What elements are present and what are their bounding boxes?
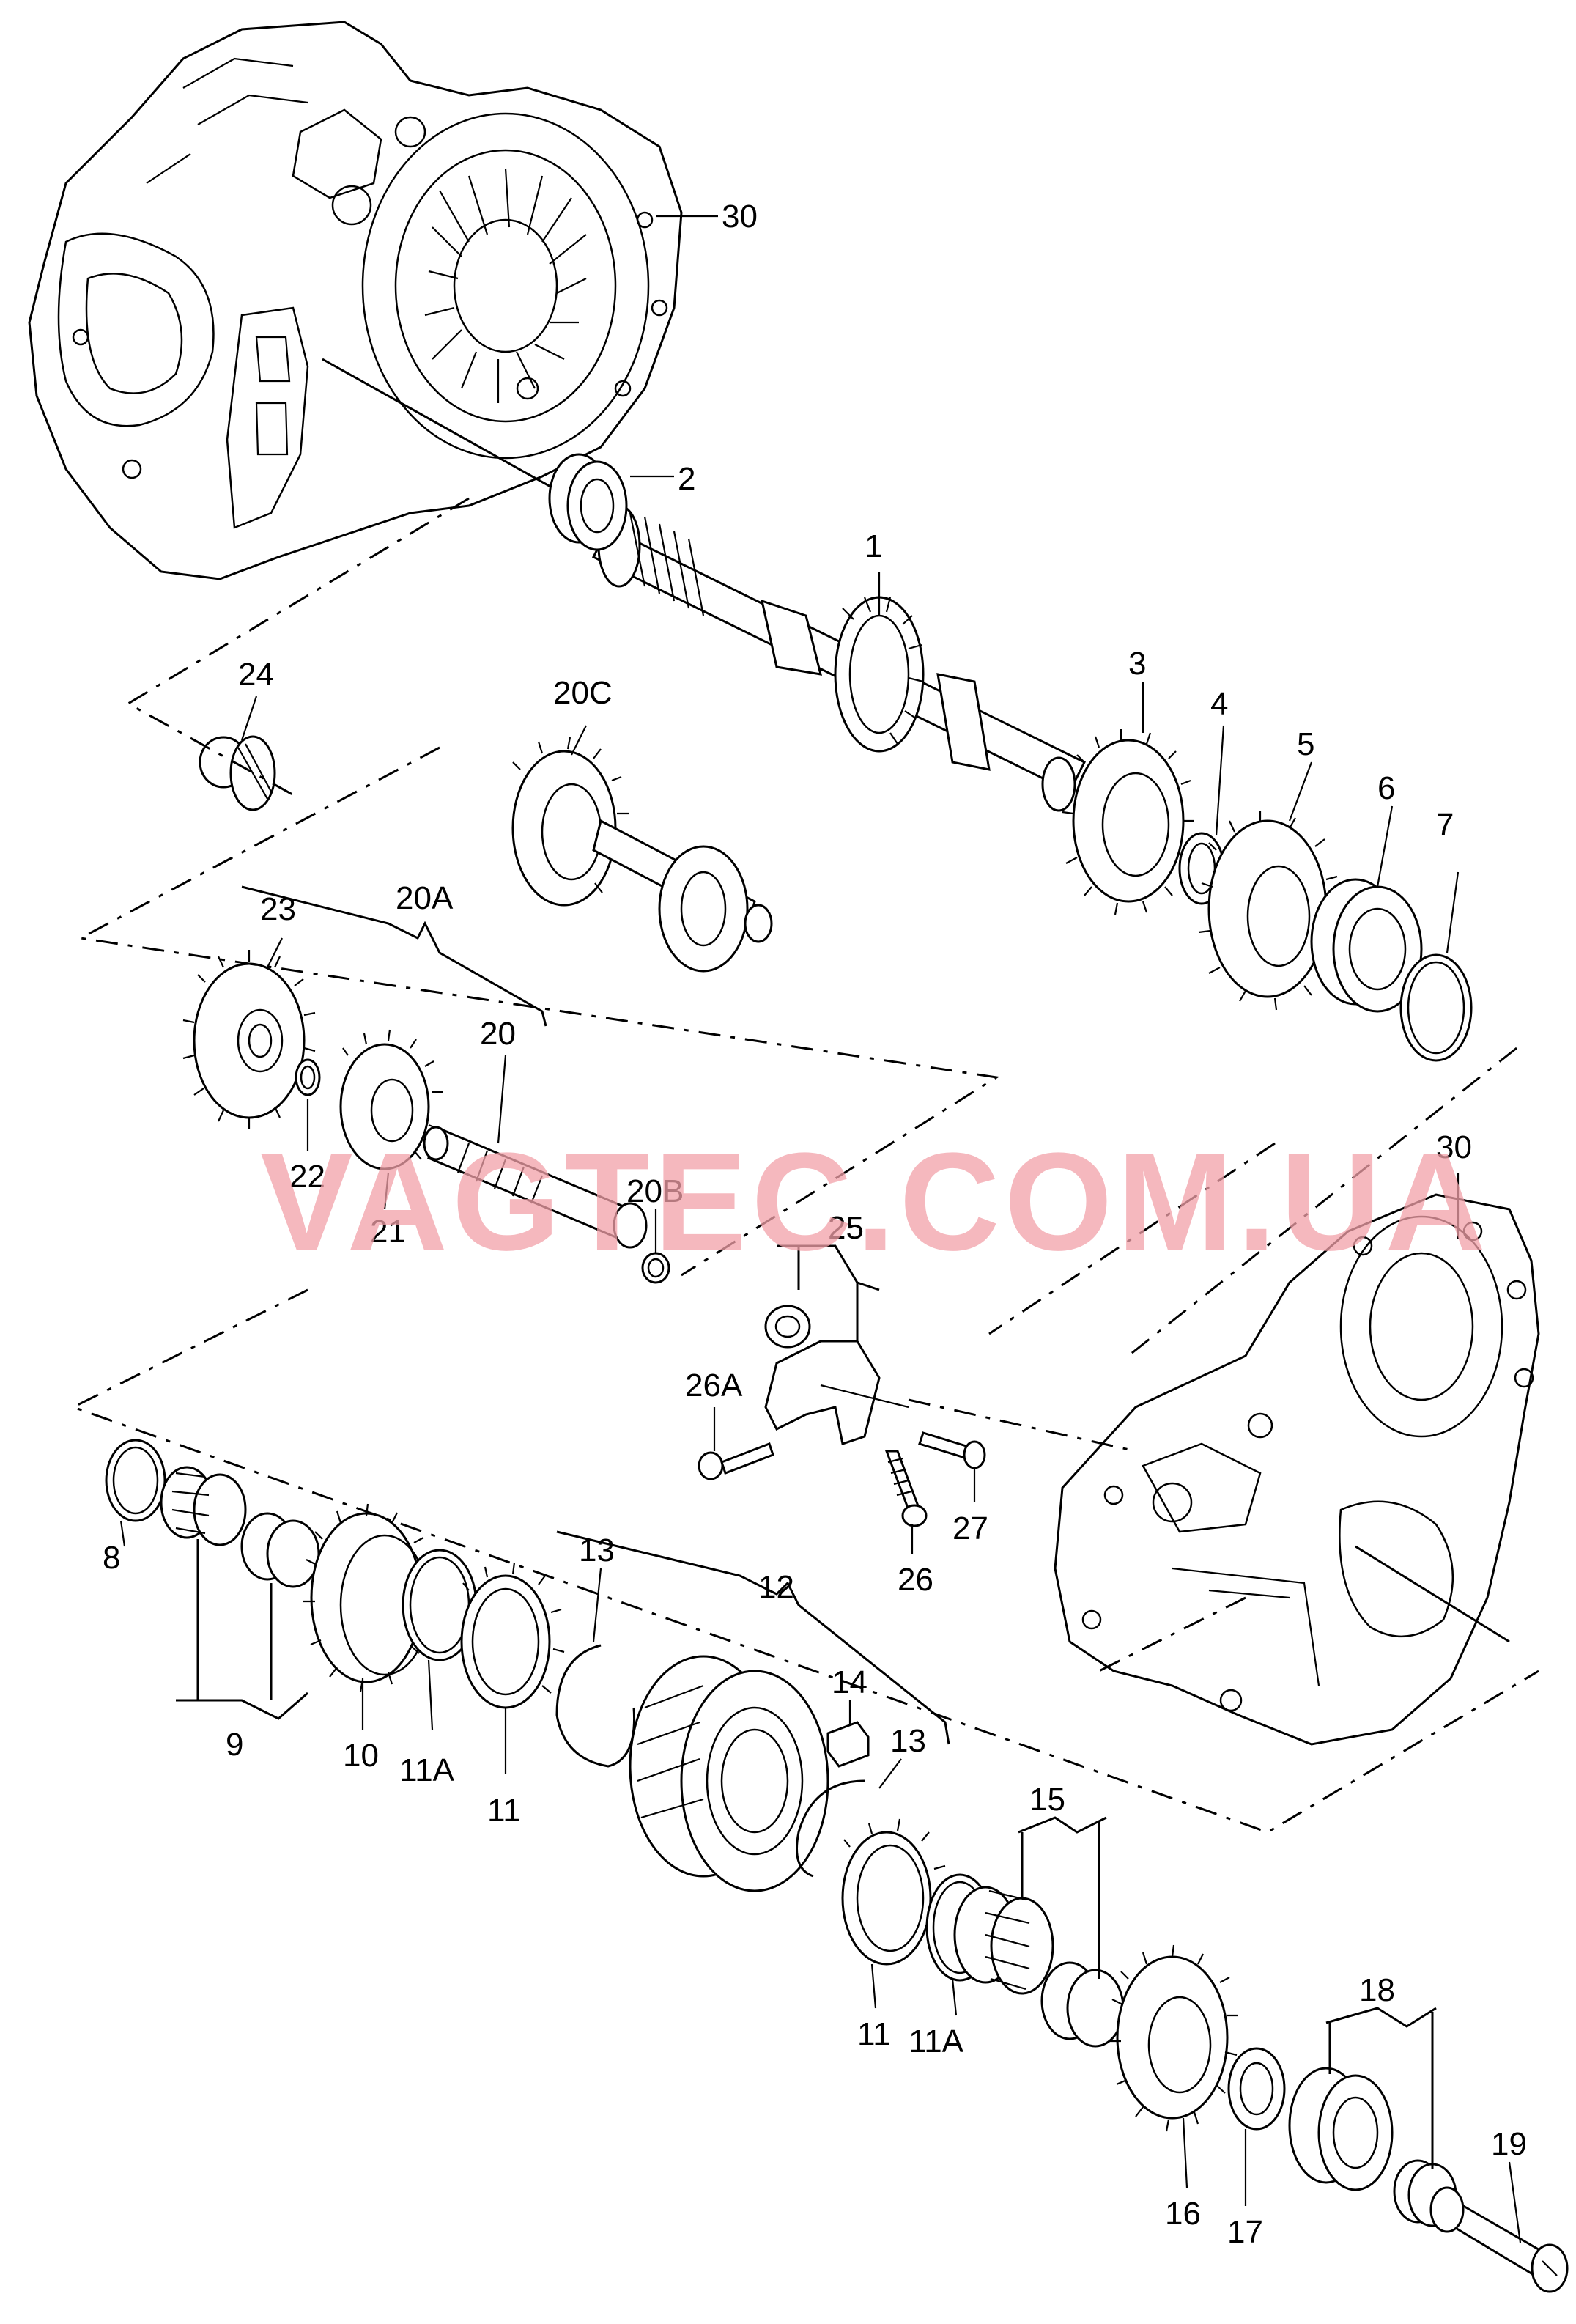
callout-13-right: 13	[890, 1723, 926, 1759]
callout-11A-lower: 11A	[909, 2024, 964, 2059]
callout-11-upper: 11	[487, 1793, 521, 1829]
shim-7[interactable]	[1399, 953, 1473, 1062]
bushing-20B[interactable]	[641, 1252, 670, 1284]
callout-21: 21	[370, 1214, 406, 1250]
group-brackets	[176, 885, 1437, 2169]
gear-23[interactable]	[182, 950, 316, 1129]
screw-27[interactable]	[918, 1431, 986, 1469]
spring-ring-13-left[interactable]	[555, 1644, 636, 1768]
callout-20C: 20C	[553, 675, 613, 711]
callout-22: 22	[289, 1159, 325, 1195]
callout-1: 1	[865, 528, 882, 564]
bolt-19[interactable]	[1429, 2186, 1569, 2293]
circlip-22[interactable]	[295, 1058, 321, 1096]
screw-26[interactable]	[884, 1450, 928, 1527]
bearing-6[interactable]	[1310, 878, 1423, 1013]
key-14[interactable]	[826, 1721, 870, 1768]
callout-20A: 20A	[396, 880, 454, 916]
callout-27: 27	[952, 1510, 988, 1546]
thrust-washer-17[interactable]	[1227, 2047, 1286, 2131]
callout-12: 12	[758, 1569, 794, 1605]
callout-11-lower: 11	[857, 2016, 891, 2052]
callout-5: 5	[1297, 726, 1314, 762]
callout-16: 16	[1165, 2196, 1201, 2232]
transmission-housing-lower[interactable]	[1054, 1193, 1540, 1746]
input-shaft-1[interactable]	[591, 504, 1087, 812]
callout-18: 18	[1359, 1972, 1395, 2008]
spring-ring-13-right[interactable]	[796, 1779, 865, 1878]
transmission-housing-upper[interactable]	[28, 21, 683, 580]
leader-lines	[119, 215, 1522, 2243]
bearing-set-9[interactable]	[160, 1466, 320, 1588]
gear-21[interactable]	[339, 1029, 443, 1170]
callout-7: 7	[1436, 807, 1454, 843]
callout-labels: 30 2 1 3 4 5 6 7 24 20C 20A 23 20 22 21 …	[103, 199, 1527, 2250]
callout-30-lower: 30	[1436, 1129, 1472, 1165]
callout-20: 20	[480, 1016, 516, 1052]
callout-30-upper: 30	[722, 199, 758, 235]
callout-2: 2	[678, 461, 695, 497]
callout-11A-upper: 11A	[399, 1752, 455, 1788]
thrust-washer-8[interactable]	[105, 1439, 166, 1522]
gear-16[interactable]	[1109, 1944, 1238, 2132]
callout-24: 24	[238, 657, 274, 693]
callout-9: 9	[226, 1727, 243, 1763]
synchro-ring-11-lower[interactable]	[841, 1818, 946, 1966]
callout-4: 4	[1210, 686, 1228, 722]
gear-3[interactable]	[1062, 729, 1194, 915]
synchro-hub-12[interactable]	[629, 1655, 829, 1892]
synchro-ring-11-upper[interactable]	[460, 1562, 565, 1709]
callout-20B: 20B	[626, 1173, 684, 1209]
bolt-26A[interactable]	[698, 1442, 774, 1480]
callout-15: 15	[1029, 1782, 1065, 1818]
callout-17: 17	[1227, 2214, 1263, 2250]
selector-assembly-25[interactable]	[764, 1305, 909, 1445]
callout-25: 25	[828, 1210, 864, 1246]
callout-23: 23	[260, 891, 296, 927]
bearing-2[interactable]	[548, 453, 628, 551]
callout-26: 26	[898, 1562, 933, 1598]
watermark-text: VAGTEC.COM.UA	[260, 1124, 1490, 1280]
callout-6: 6	[1377, 770, 1395, 806]
shaft-assembly-20C[interactable]	[511, 737, 773, 973]
callout-3: 3	[1128, 646, 1146, 682]
bolt-24[interactable]	[199, 735, 276, 811]
assembly-guide-lines	[70, 497, 1539, 1834]
callout-14: 14	[832, 1664, 867, 1700]
callout-26A: 26A	[685, 1368, 743, 1403]
callout-19: 19	[1491, 2126, 1527, 2162]
callout-13-left: 13	[579, 1532, 615, 1568]
callout-10: 10	[343, 1738, 379, 1774]
shaft-20[interactable]	[423, 1126, 648, 1249]
callout-8: 8	[103, 1540, 120, 1576]
